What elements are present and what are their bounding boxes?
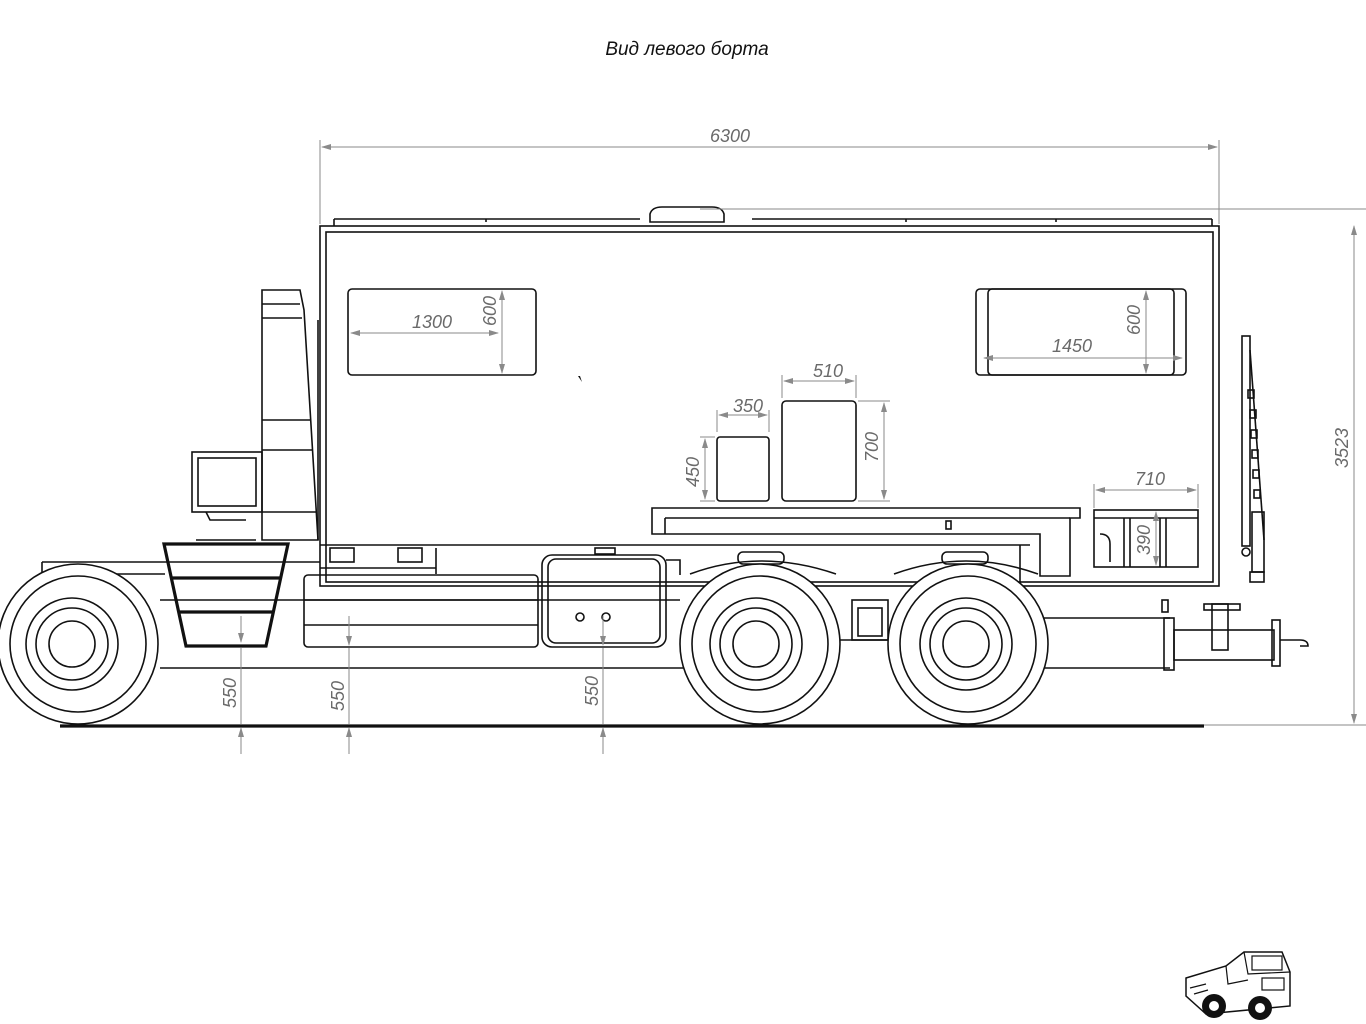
dim-box-width: 710 [1135,469,1165,489]
chassis-frame [41,544,1170,669]
rear-wheel-2 [887,563,1049,725]
dim-step-height: 550 [220,678,240,708]
hatch-small [716,436,770,502]
dim-overall-length: 6300 [710,126,750,146]
window-right [975,288,1187,376]
dim-window-left-height: 600 [480,296,500,326]
dim-box-height: 390 [1134,525,1154,555]
mirror [191,451,263,513]
dim-overall-height: 3523 [1332,428,1352,468]
tow-hitch [1161,599,1309,671]
hatch-large [781,400,857,502]
dim-toolbox-height: 550 [328,681,348,711]
window-left [347,288,537,376]
view-title: Вид левого борта [605,39,768,60]
front-step [162,539,290,648]
rear-ladder [1241,335,1265,583]
dim-window-right-height: 600 [1124,305,1144,335]
rear-box [1093,509,1199,568]
dim-window-right-width: 1450 [1052,336,1092,356]
cargo-box [319,206,1220,587]
toolbox [303,574,539,648]
front-wheel [0,563,159,725]
roof-hatch [649,206,725,223]
rear-wheel-1 [679,563,841,725]
cab [162,289,319,648]
dim-hatch-small-height: 450 [683,457,703,487]
dim-hatch-large-height: 700 [862,432,882,462]
dim-hatch-small-width: 350 [733,396,763,416]
dimensions: 6300 3523 1300 600 1450 600 350 450 510 [220,126,1366,754]
truck-logo [1185,951,1291,1020]
dim-tank-height: 550 [582,676,602,706]
fuel-tank [541,554,681,648]
dim-window-left-width: 1300 [412,312,452,332]
vehicle [0,206,1309,728]
dim-hatch-large-width: 510 [813,361,843,381]
